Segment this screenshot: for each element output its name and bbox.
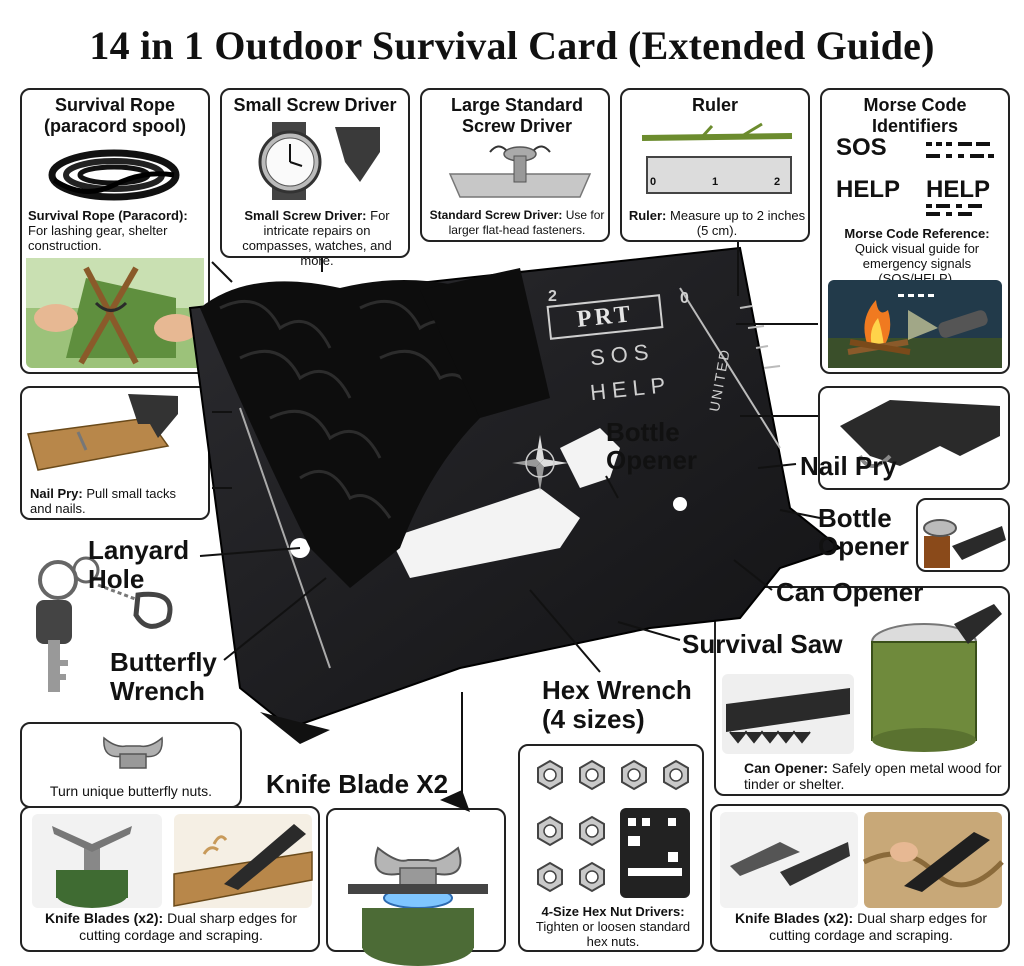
butterfly-stove-illustration bbox=[348, 846, 488, 966]
nail-pry-tool-box bbox=[818, 386, 1010, 490]
saw-blade-illustration bbox=[722, 674, 854, 754]
morse-dots-icon bbox=[926, 142, 994, 158]
survival-rope-box: Survival Rope (paracord spool) Survival … bbox=[20, 88, 210, 374]
morse-help-dots-icon bbox=[926, 204, 982, 216]
bottle-opener-tool-box bbox=[916, 498, 1010, 572]
ruler-scale bbox=[646, 156, 792, 194]
butterfly-nut-desc: Turn unique butterfly nuts. bbox=[49, 783, 213, 799]
large-screw-driver-heading: Large Standard Screw Driver bbox=[450, 95, 584, 136]
camp-stove-illustration bbox=[32, 814, 162, 908]
survival-rope-desc: Survival Rope (Paracord): For lashing ge… bbox=[28, 208, 188, 253]
knife-blades-left-desc: Knife Blades (x2): Dual sharp edges for … bbox=[44, 910, 298, 943]
nail-pry-tool-icon bbox=[840, 400, 1000, 468]
campfire-flashlight-illustration bbox=[828, 280, 1002, 368]
branch-icon bbox=[641, 122, 793, 141]
callout-knife-blade: Knife Blade X2 bbox=[266, 769, 449, 799]
hex-nut-drivers-box: 4-Size Hex Nut Drivers: Tighten or loose… bbox=[518, 744, 704, 952]
hex-nuts-grid-icon bbox=[537, 759, 690, 898]
knife-blades-left-box: Knife Blades (x2): Dual sharp edges for … bbox=[20, 806, 320, 952]
morse-help-label-2: HELP bbox=[926, 176, 991, 203]
can-opener-box: Can Opener: Safely open metal wood for t… bbox=[714, 586, 1010, 796]
callout-can-opener: Can Opener bbox=[776, 577, 924, 607]
paracord-bundle-icon bbox=[48, 149, 180, 201]
nail-pry-desc: Nail Pry: Pull small tacks and nails. bbox=[30, 486, 176, 516]
morse-sos-label: SOS bbox=[836, 134, 887, 161]
shelter-lashing-illustration bbox=[26, 258, 204, 368]
ruler-tick-0: 0 bbox=[650, 176, 657, 188]
callout-nail-pry: Nail Pry bbox=[800, 451, 897, 481]
callout-lanyard-hole: Lanyard Hole bbox=[88, 535, 190, 594]
knife-blades-right-box: Knife Blades (x2): Dual sharp edges for … bbox=[710, 804, 1010, 952]
callout-butterfly-wrench: Butterfly Wrench bbox=[110, 647, 217, 706]
compass-rose-icon bbox=[512, 435, 568, 491]
ruler-heading: Ruler bbox=[691, 95, 738, 115]
hex-nut-drivers-desc: 4-Size Hex Nut Drivers: Tighten or loose… bbox=[535, 904, 691, 949]
morse-code-heading: Morse Code Identifiers bbox=[863, 95, 967, 136]
large-screw-driver-desc: Standard Screw Driver: Use for larger fl… bbox=[429, 208, 605, 237]
survival-card-illustration bbox=[188, 246, 843, 730]
small-screw-driver-heading: Small Screw Driver bbox=[233, 95, 397, 115]
keys-carabiner-illustration bbox=[36, 556, 173, 692]
ruler-desc: Ruler: Measure up to 2 inches (5 cm). bbox=[628, 208, 806, 238]
screw-icon bbox=[448, 145, 592, 198]
double-knife-illustration bbox=[720, 812, 858, 908]
morse-code-box: Morse Code Identifiers SOS HELP HELP Mor… bbox=[820, 88, 1010, 374]
small-screw-driver-box: Small Screw Driver Small Screw Driver: F… bbox=[220, 88, 410, 268]
survival-rope-heading: Survival Rope (paracord spool) bbox=[43, 95, 186, 136]
knife-blades-right-desc: Knife Blades (x2): Dual sharp edges for … bbox=[734, 910, 988, 943]
knife-cutting-cord-illustration bbox=[862, 812, 1004, 908]
ruler-tick-2: 2 bbox=[774, 176, 781, 188]
callout-survival-saw: Survival Saw bbox=[682, 629, 843, 659]
callout-bottle-opener: Bottle Opener bbox=[818, 503, 910, 561]
large-screw-driver-box: Large Standard Screw Driver Standard Scr… bbox=[420, 88, 610, 242]
butterfly-nut-icon bbox=[103, 736, 163, 769]
ruler-box: Ruler 0 1 2 Ruler: Measure up to 2 inche… bbox=[620, 88, 810, 242]
can-opener-desc: Can Opener: Safely open metal wood for t… bbox=[744, 760, 1002, 792]
wood-nail-illustration bbox=[27, 394, 178, 471]
card-ruler-mark-2: 2 bbox=[548, 288, 557, 305]
knife-cutting-wood-illustration bbox=[173, 814, 313, 908]
watch-icon bbox=[258, 122, 380, 200]
ruler-tick-1: 1 bbox=[712, 176, 719, 188]
morse-help-label: HELP bbox=[836, 176, 901, 203]
tin-can-illustration bbox=[871, 604, 1002, 752]
small-screw-driver-desc: Small Screw Driver: For intricate repair… bbox=[242, 208, 392, 268]
callout-bottle-opener-card: Bottle Opener bbox=[606, 417, 698, 475]
bottle-cap-icon bbox=[923, 519, 1006, 568]
callout-hex-wrench: Hex Wrench (4 sizes) bbox=[542, 675, 692, 734]
stove-box bbox=[326, 808, 506, 966]
page-title: 14 in 1 Outdoor Survival Card (Extended … bbox=[89, 23, 935, 68]
card-ruler-mark-0: 0 bbox=[680, 290, 689, 307]
